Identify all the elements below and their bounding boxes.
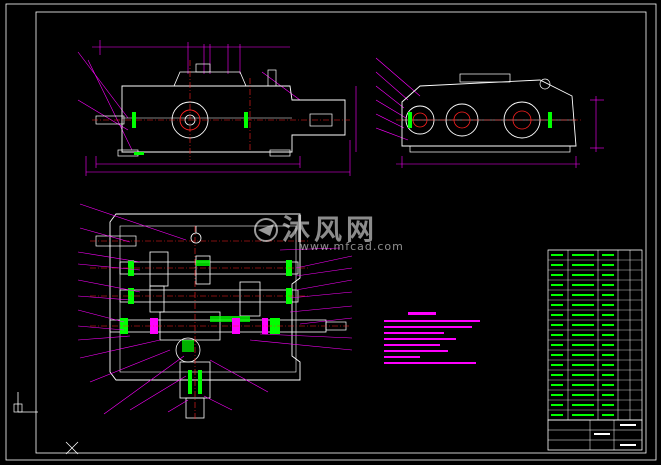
technical-notes-block bbox=[384, 312, 480, 364]
side-elevation-view bbox=[375, 57, 604, 168]
parts-cell-text bbox=[572, 274, 594, 276]
parts-cell-text bbox=[602, 394, 614, 396]
parts-cell-text bbox=[551, 414, 563, 416]
watermark-brand: 沐风网 bbox=[282, 213, 379, 246]
parts-cell-text bbox=[551, 344, 563, 346]
parts-cell-text bbox=[551, 354, 563, 356]
parts-list-table bbox=[547, 249, 643, 421]
ucs-axis-icon bbox=[13, 392, 38, 413]
parts-cell-text bbox=[551, 394, 563, 396]
parts-cell-text bbox=[572, 344, 594, 346]
crosshair-icon[interactable] bbox=[65, 441, 79, 455]
front-elevation-view bbox=[77, 40, 357, 176]
parts-cell-text bbox=[602, 274, 614, 276]
title-block bbox=[547, 419, 643, 451]
parts-cell-text bbox=[551, 314, 563, 316]
parts-cell-text bbox=[551, 274, 563, 276]
parts-cell-text bbox=[602, 364, 614, 366]
parts-cell-text bbox=[572, 354, 594, 356]
parts-cell-text bbox=[551, 384, 563, 386]
inner-frame bbox=[35, 11, 647, 454]
parts-cell-text bbox=[572, 394, 594, 396]
parts-cell-text bbox=[551, 264, 563, 266]
drill-logo-icon bbox=[254, 218, 278, 242]
parts-cell-text bbox=[602, 354, 614, 356]
outer-frame bbox=[5, 3, 657, 461]
parts-cell-text bbox=[602, 404, 614, 406]
parts-cell-text bbox=[602, 414, 614, 416]
parts-cell-text bbox=[602, 294, 614, 296]
parts-cell-text bbox=[551, 304, 563, 306]
parts-cell-text bbox=[551, 294, 563, 296]
parts-cell-text bbox=[572, 384, 594, 386]
parts-cell-text bbox=[572, 254, 594, 256]
parts-cell-text bbox=[551, 404, 563, 406]
plan-section-view bbox=[77, 203, 353, 420]
parts-cell-text bbox=[602, 264, 614, 266]
parts-cell-text bbox=[551, 374, 563, 376]
parts-cell-text bbox=[572, 334, 594, 336]
parts-cell-text bbox=[551, 364, 563, 366]
parts-cell-text bbox=[572, 284, 594, 286]
parts-cell-text bbox=[572, 374, 594, 376]
parts-cell-text bbox=[551, 284, 563, 286]
parts-cell-text bbox=[572, 294, 594, 296]
parts-cell-text bbox=[602, 374, 614, 376]
parts-cell-text bbox=[602, 304, 614, 306]
parts-cell-text bbox=[602, 254, 614, 256]
parts-cell-text bbox=[602, 324, 614, 326]
parts-cell-text bbox=[602, 334, 614, 336]
parts-cell-text bbox=[572, 414, 594, 416]
parts-cell-text bbox=[602, 384, 614, 386]
parts-cell-text bbox=[551, 334, 563, 336]
parts-cell-text bbox=[572, 364, 594, 366]
parts-cell-text bbox=[602, 284, 614, 286]
parts-cell-text bbox=[551, 254, 563, 256]
parts-cell-text bbox=[572, 324, 594, 326]
parts-cell-text bbox=[572, 404, 594, 406]
parts-cell-text bbox=[572, 304, 594, 306]
parts-cell-text bbox=[602, 314, 614, 316]
watermark-url: www.mfcad.com bbox=[300, 240, 404, 253]
parts-cell-text bbox=[572, 314, 594, 316]
parts-cell-text bbox=[602, 344, 614, 346]
parts-cell-text bbox=[551, 324, 563, 326]
parts-cell-text bbox=[572, 264, 594, 266]
